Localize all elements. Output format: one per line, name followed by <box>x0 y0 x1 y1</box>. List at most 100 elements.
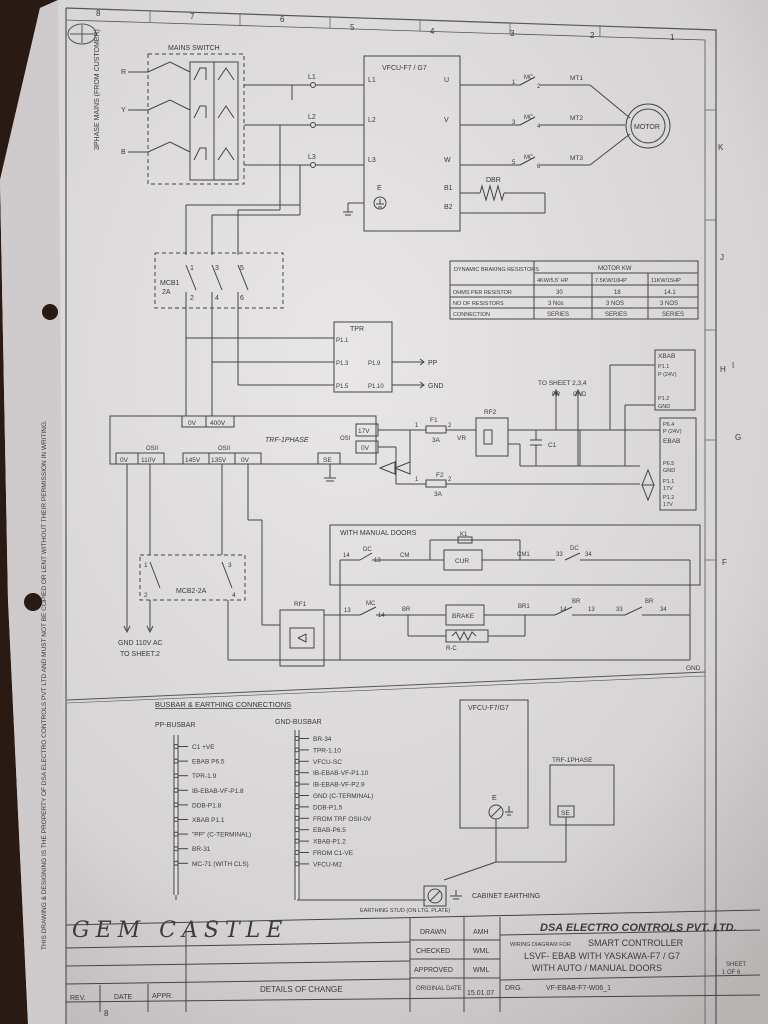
rf1-block <box>279 609 325 667</box>
manual-r2-33: 33 <box>616 607 623 613</box>
manual-r1-dc2: DC <box>570 546 579 552</box>
ebab-p1-1: P1.1 <box>663 479 674 485</box>
table-row-1-val-3: 14.1 <box>664 290 676 296</box>
line-l1: L1 <box>308 74 316 81</box>
pp-busbar-item-7: "PP" (C-TERMINAL) <box>192 832 251 839</box>
vfcu-block <box>363 55 461 232</box>
border-letter-h: H <box>720 365 726 374</box>
border-letter-f: F <box>722 558 727 567</box>
gnd-busbar-item-10: XBAB-P1.2 <box>313 839 346 846</box>
binder-hole-top <box>42 304 58 320</box>
mcb2-pin-3: 3 <box>228 562 232 569</box>
tb-checked-by: WML <box>473 948 489 955</box>
manual-r2-13: 13 <box>344 608 351 614</box>
pp-busbar-item-3: TPR-1.9 <box>192 773 217 780</box>
mc-num-3: 3 <box>512 120 516 126</box>
mcb1-pin-4: 4 <box>215 295 219 302</box>
gnd-busbar-item-1: BR-34 <box>313 736 332 743</box>
manual-r1-33: 33 <box>556 552 563 558</box>
table-col-1: 4KW/5.5' HP <box>537 278 569 284</box>
gnd-110v-label: GND 110V AC <box>118 640 163 647</box>
ebab-p1-2: P1.2 <box>663 495 674 501</box>
border-ticks <box>149 10 716 561</box>
trf-out-0v-mid: 0V <box>241 457 250 464</box>
cabinet-earthing-label: CABINET EARTHING <box>472 893 540 900</box>
mcb1-rating: 2A <box>162 289 171 296</box>
vfcu-term-v: V <box>444 117 449 124</box>
trf-se: SE <box>323 457 332 464</box>
binder-hole-bottom <box>24 593 42 611</box>
rf1-diode-icon <box>289 627 315 649</box>
motor-icon <box>625 103 671 149</box>
vfcu-term-l2: L2 <box>368 117 376 124</box>
table-row-1-val-1: 30 <box>556 290 563 296</box>
vfcu-term-b1: B1 <box>444 185 453 192</box>
motor-term-mt2: MT2 <box>570 115 583 122</box>
gnd-busbar-items: BR-34TPR-1.10VFCU-SCIB-EBAB-VF-P1.10IB-E… <box>294 736 373 868</box>
tb-original-date: ORIGINAL DATE <box>416 986 462 992</box>
gnd-busbar-item-6: GND (C-TERMINAL) <box>313 793 373 800</box>
vfcu-term-u: U <box>444 77 449 84</box>
tb-wiring-label: WIRING DIAGRAM FOR <box>510 942 571 948</box>
mcb1-pin-6: 6 <box>240 295 244 302</box>
pp-busbar-item-1: C1 +VE <box>192 744 215 751</box>
manual-r1-cur: CUR <box>455 558 469 565</box>
border-num-1: 1 <box>670 33 675 42</box>
tb-approved: APPROVED <box>414 967 453 974</box>
tb-title-line2: LSVF- EBAB WITH YASKAWA-F7 / G7 <box>524 951 680 961</box>
ebab-p24v: P (24V) <box>663 429 682 435</box>
earthing-stud-label: EARTHING STUD (ON LTG. PLATE) <box>360 908 450 914</box>
dbr-label: DBR <box>486 177 501 184</box>
table-row-2-label: NO OF RESISTORS <box>453 301 504 307</box>
mcb1 <box>154 252 284 309</box>
border-right-letters: K J I H G F <box>718 143 741 567</box>
tb-drg-no: VF-EBAB-F7-W06_1 <box>546 985 611 992</box>
border-letter-i: I <box>732 361 734 370</box>
table-row-1-val-2: 18 <box>614 290 621 296</box>
mc-label-1: MC <box>524 75 534 81</box>
ebab-name: EBAB <box>663 438 680 445</box>
side-property-note: THIS DRAWING & DESIGNING IS THE PROPERTY… <box>41 420 48 950</box>
vfcu-term-b2: B2 <box>444 204 453 211</box>
tpr-pin-p1-1: P1.1 <box>336 338 349 344</box>
f1-rating: 3A <box>432 437 441 444</box>
table-header-right: MOTOR KW <box>598 266 632 272</box>
pp-label-top: PP <box>552 392 560 398</box>
manual-doors-block <box>329 524 701 586</box>
manual-row2-wires <box>324 604 690 643</box>
mcb1-pin-5: 5 <box>240 265 244 272</box>
tpr-pin-p1-3: P1.3 <box>336 361 349 367</box>
manual-r1-k1: K1 <box>460 532 468 538</box>
tb-approved-by: WML <box>473 967 489 974</box>
fan-icon-right <box>641 468 655 502</box>
mains-switch-contacts <box>147 61 239 181</box>
table-row-3-val-1: SERIES <box>547 312 569 318</box>
earth-wires <box>175 817 567 901</box>
tb-drg: DRG. <box>505 985 523 992</box>
tpr-name: TPR <box>350 326 364 333</box>
fuse-f2-icon <box>425 479 640 488</box>
f2-rating: 3A <box>434 491 443 498</box>
border-num-5: 5 <box>350 23 355 32</box>
tb-details: DETAILS OF CHANGE <box>260 985 343 994</box>
company-name: DSA ELECTRO CONTROLS PVT. LTD. <box>540 922 737 934</box>
title-block-grid <box>65 909 761 1012</box>
tpr-gnd: GND <box>428 383 444 390</box>
mcb2-name: MCB2-2A <box>176 588 207 595</box>
tb-sheet: 1 OF 6 <box>722 970 741 976</box>
tpr-outputs <box>392 358 425 389</box>
mcb1-pin-3: 3 <box>215 265 219 272</box>
trf-name: TRF-1PHASE <box>265 437 309 444</box>
table-header-left: DYNAMIC BRAKING RESISTORS <box>454 267 539 273</box>
border-letter-g: G <box>735 433 741 442</box>
trf-osi-17v: 17V <box>358 428 370 435</box>
supply-wires <box>128 71 148 153</box>
manual-r2-br3: BR <box>645 599 654 605</box>
ebab-17v-b: 17V <box>663 502 673 508</box>
tpr-block <box>333 321 393 393</box>
rf2-label: RF2 <box>484 409 497 416</box>
gnd-busbar-item-2: TPR-1.10 <box>313 747 341 754</box>
xbab-p1-2: P1.2 <box>658 396 669 402</box>
